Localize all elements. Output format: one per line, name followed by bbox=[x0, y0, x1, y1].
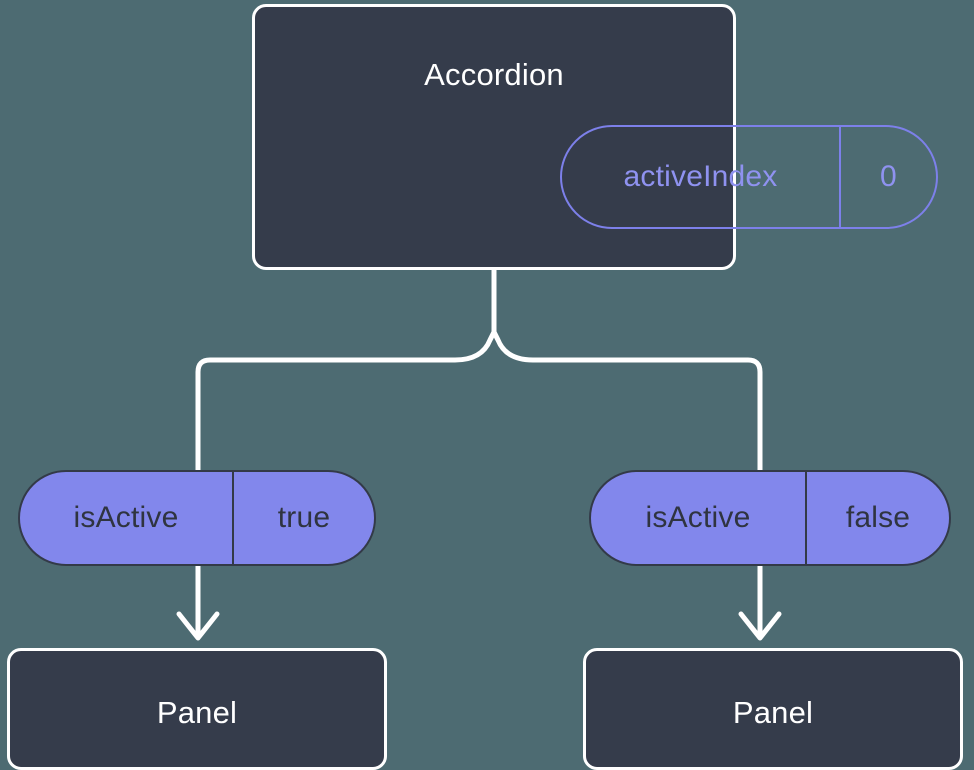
prop-pill-is-active-true[interactable]: isActive true bbox=[18, 470, 376, 566]
connector-branch-bus bbox=[195, 329, 763, 473]
panel-node-left-label: Panel bbox=[156, 695, 238, 730]
panel-node-right[interactable]: Panel bbox=[583, 648, 963, 770]
arrow-head-left-icon bbox=[176, 611, 220, 641]
accordion-node[interactable]: Accordion activeIndex 0 bbox=[252, 4, 938, 270]
prop-pill-is-active-false[interactable]: isActive false bbox=[589, 470, 951, 566]
state-pill-active-index[interactable]: activeIndex 0 bbox=[560, 125, 938, 229]
panel-node-right-label: Panel bbox=[732, 695, 814, 730]
arrow-head-right-icon bbox=[738, 611, 782, 641]
prop-pill-right-value: false bbox=[805, 472, 949, 564]
accordion-node-label: Accordion bbox=[424, 57, 564, 92]
state-pill-value: 0 bbox=[839, 127, 936, 227]
panel-node-left[interactable]: Panel bbox=[7, 648, 387, 770]
prop-pill-left-value: true bbox=[232, 472, 374, 564]
prop-pill-right-key: isActive bbox=[645, 501, 751, 534]
state-pill-key: activeIndex bbox=[623, 160, 778, 193]
prop-pill-left-key: isActive bbox=[73, 501, 179, 534]
